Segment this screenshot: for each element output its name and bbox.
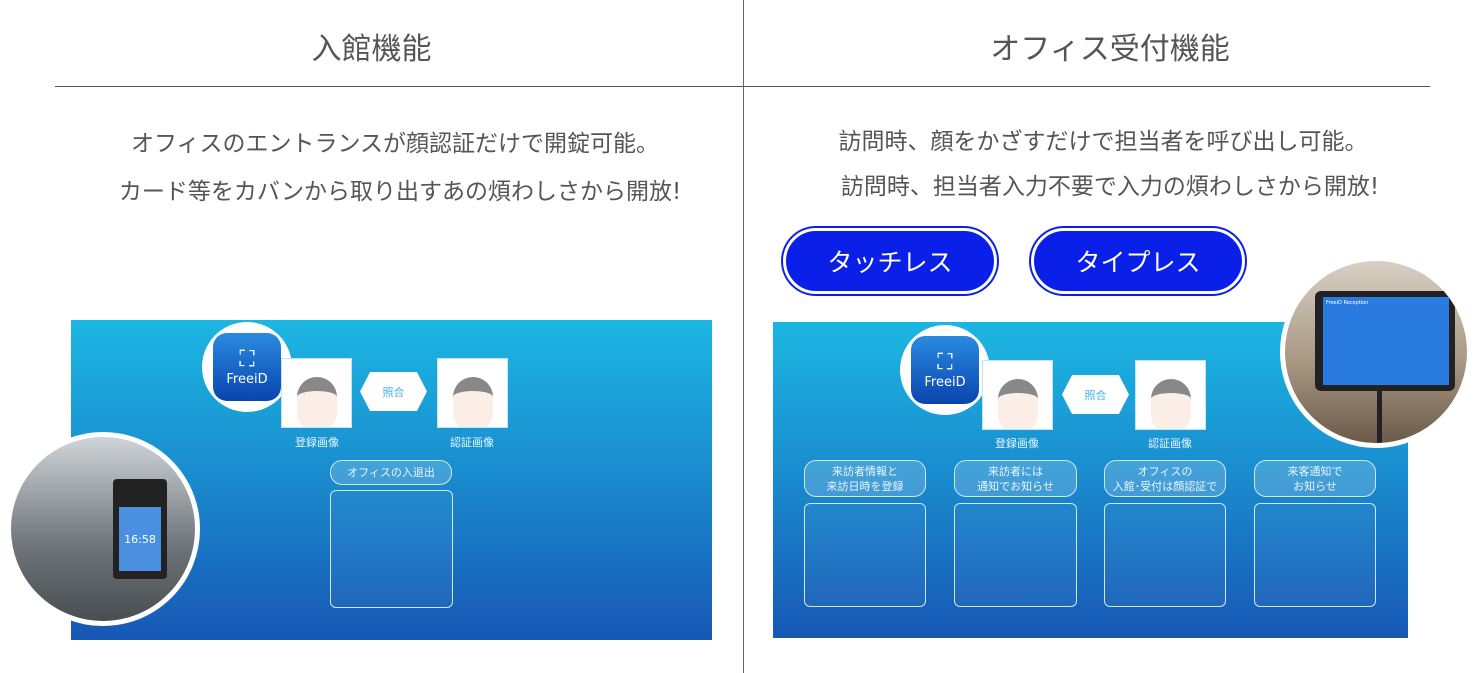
divider-horizontal [55, 86, 1430, 87]
reception-tablet-photo: FreeiD Reception [1280, 256, 1472, 448]
left-desc-1: オフィスのエントランスが顔認証だけで開錠可能。 [130, 131, 660, 157]
step-4-label: 来客通知でお知らせ [1254, 460, 1376, 497]
auth-face-image [437, 358, 508, 428]
step-1-label: 来訪者情報と来訪日時を登録 [804, 460, 926, 497]
step-3-illustration [1104, 503, 1226, 607]
step-4-illustration [1254, 503, 1376, 607]
right-desc-1: 訪問時、顔をかざすだけで担当者を呼び出し可能。 [838, 129, 1368, 155]
face-scan-icon: ⛶ [239, 347, 255, 372]
typeless-button[interactable]: タイプレス [1031, 228, 1245, 294]
right-title: オフィス受付機能 [990, 32, 1230, 67]
step-2-illustration [954, 503, 1077, 607]
registered-caption: 登録画像 [995, 437, 1039, 450]
tablet-screen: FreeiD Reception [1323, 297, 1449, 385]
left-desc-2: カード等をカバンから取り出すあの煩わしさから開放! [118, 179, 682, 205]
match-label: 照合 [1062, 375, 1129, 414]
logo-text: FreeiD [924, 375, 966, 390]
right-desc-2: 訪問時、担当者入力不要で入力の煩わしさから開放! [840, 174, 1380, 200]
clock-display: 16:58 [119, 507, 161, 571]
registered-face-image [281, 358, 352, 428]
step-3-label: オフィスの入館･受付は顔認証で [1104, 460, 1226, 497]
left-title: 入館機能 [311, 32, 432, 67]
face-scan-icon: ⛶ [937, 350, 953, 375]
office-entry-label: オフィスの入退出 [330, 460, 452, 485]
registered-face-image [982, 360, 1053, 430]
divider-vertical [743, 0, 744, 673]
step-1-illustration [804, 503, 926, 607]
auth-caption: 認証画像 [1148, 437, 1192, 450]
entrance-photo: 16:58 [6, 432, 200, 626]
entrance-illustration [330, 490, 453, 608]
auth-caption: 認証画像 [450, 436, 494, 449]
logo-text: FreeiD [226, 372, 268, 387]
match-label: 照合 [360, 372, 427, 411]
freeid-logo-right: ⛶FreeiD [900, 325, 990, 415]
step-2-label: 来訪者には通知でお知らせ [954, 460, 1077, 497]
freeid-logo: ⛶FreeiD [202, 322, 292, 412]
registered-caption: 登録画像 [295, 436, 339, 449]
touchless-button[interactable]: タッチレス [783, 228, 997, 294]
auth-face-image [1135, 360, 1206, 430]
